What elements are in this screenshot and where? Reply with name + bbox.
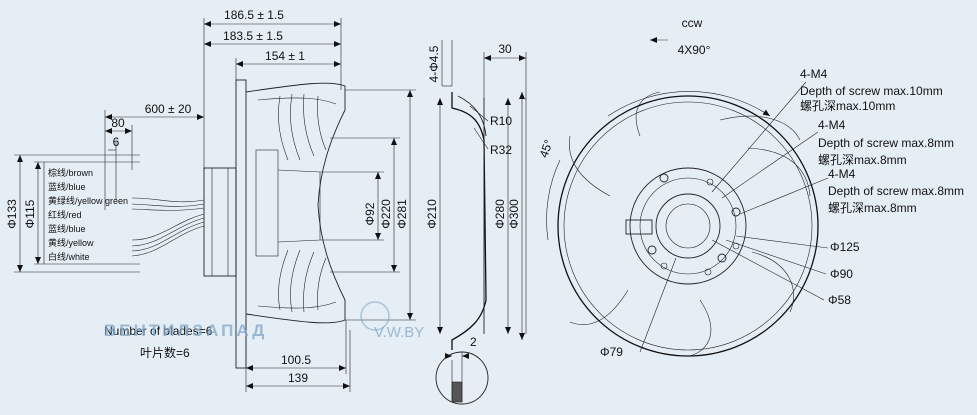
dim-cable-80: 80 — [111, 116, 125, 130]
dim-phi-133: Φ133 — [5, 199, 19, 229]
radius-r10: R10 — [490, 114, 512, 128]
dim-phi-125: Φ125 — [830, 240, 860, 254]
dim-4-phi-4-5: 4-Φ4.5 — [427, 45, 441, 82]
screw-depth-cn: 螺孔深max.8mm — [828, 201, 917, 215]
impeller-backplate — [235, 79, 247, 369]
dim-phi-79: Φ79 — [600, 345, 623, 359]
screw-thread: 4-M4 — [828, 167, 856, 181]
dim-183-5: 183.5 ± 1.5 — [223, 29, 283, 43]
dim-phi-58: Φ58 — [828, 293, 851, 307]
dim-phi-300: Φ300 — [507, 199, 521, 229]
wire-label: 红线/red — [48, 209, 82, 220]
screw-depth-en: Depth of screw max.8mm — [828, 184, 964, 198]
screw-depth-en: Depth of screw max.8mm — [818, 136, 954, 150]
dim-cable-6: 6 — [113, 135, 120, 149]
dim-phi-90: Φ90 — [830, 267, 853, 281]
dim-186-5: 186.5 ± 1.5 — [224, 8, 284, 22]
dim-detail-2: 2 — [470, 335, 477, 349]
wire-label: 棕线/brown — [48, 167, 93, 178]
screw-depth-cn: 螺孔深max.8mm — [818, 153, 907, 167]
section-view: 4-Φ4.5 30 R10 R32 Φ210 Φ280 Φ300 2 — [425, 40, 527, 405]
dim-phi-115: Φ115 — [23, 199, 37, 228]
watermark-domain: V.W.BY — [374, 324, 424, 341]
dim-139: 139 — [288, 371, 308, 385]
screw-note-2: 4-M4 Depth of screw max.8mm 螺孔深max.8mm — [818, 118, 954, 167]
dim-30: 30 — [498, 42, 512, 56]
wire-labels: 棕线/brown 蓝线/blue 黄绿线/yellow green 红线/red… — [48, 167, 128, 262]
wire-label: 黄线/yellow — [48, 237, 94, 248]
radius-r32: R32 — [490, 143, 512, 157]
watermark: ВЕНТИЛЗАПАД V.W.BY — [104, 301, 424, 341]
rotation-label: ccw — [682, 16, 703, 30]
watermark-brand: ВЕНТИЛЗАПАД — [104, 321, 267, 340]
blades-count-en: Number of blades=6 — [104, 324, 213, 338]
blades-count-cn: 叶片数=6 — [140, 345, 190, 360]
screw-thread: 4-M4 — [800, 67, 828, 81]
dim-cable-600: 600 ± 20 — [145, 102, 192, 116]
wire-label: 蓝线/blue — [48, 181, 86, 192]
dim-154: 154 ± 1 — [265, 49, 305, 63]
dim-phi-280: Φ280 — [493, 199, 507, 229]
wire-label: 蓝线/blue — [48, 223, 86, 234]
front-view: ccw 4X90° 45° — [537, 16, 964, 359]
dim-phi-220: Φ220 — [379, 199, 393, 229]
wire-label: 黄绿线/yellow green — [48, 195, 128, 206]
screw-holes — [647, 173, 741, 276]
outer-ring — [557, 95, 819, 357]
screw-note-3: 4-M4 Depth of screw max.8mm 螺孔深max.8mm — [828, 167, 964, 215]
dim-phi-281: Φ281 — [395, 199, 409, 229]
screw-note-1: 4-M4 Depth of screw max.10mm 螺孔深max.10mm — [800, 67, 943, 113]
motor-housing — [203, 167, 237, 277]
hub-outer — [629, 167, 747, 285]
angle-4x90: 4X90° — [678, 43, 711, 57]
angle-45: 45° — [537, 138, 556, 160]
screw-depth-en: Depth of screw max.10mm — [800, 84, 943, 98]
screw-thread: 4-M4 — [818, 118, 846, 132]
impeller-blades — [569, 91, 811, 357]
dim-100-5: 100.5 — [281, 353, 311, 367]
wire-label: 白线/white — [48, 251, 90, 262]
dim-phi-92: Φ92 — [363, 202, 377, 225]
screw-depth-cn: 螺孔深max.10mm — [800, 99, 895, 113]
hub-inner — [655, 193, 721, 259]
dim-phi-210: Φ210 — [425, 199, 439, 229]
cable-gland — [625, 219, 653, 235]
cable-bundle — [131, 197, 205, 257]
side-view: 186.5 ± 1.5 183.5 ± 1.5 154 ± 1 600 ± 20… — [5, 8, 416, 392]
